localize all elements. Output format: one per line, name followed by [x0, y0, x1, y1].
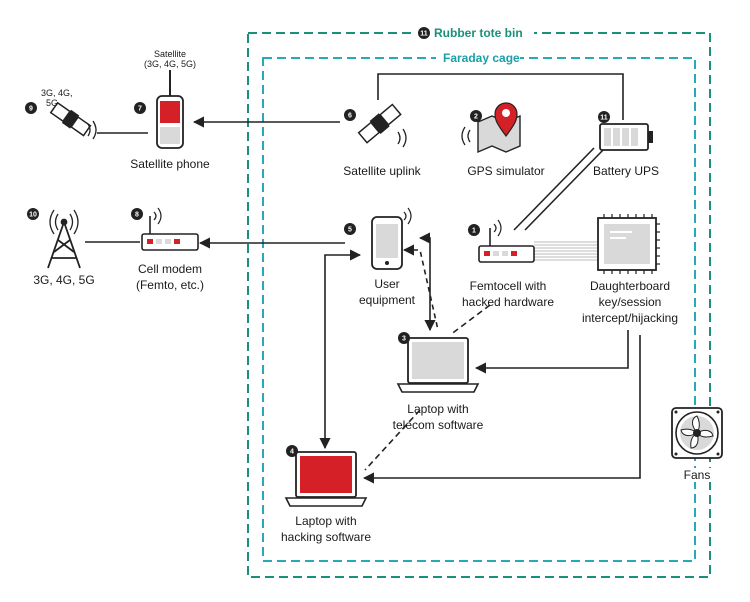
outer-container: 11 Rubber tote bin	[247, 25, 711, 578]
node-label: Battery UPS	[593, 164, 659, 178]
node-sat-uplink: 6 Satellite uplink	[343, 103, 422, 178]
badge-circle	[25, 102, 37, 114]
node-laptop3: 3 Laptop with telecom software	[393, 332, 484, 432]
satellite-icon	[49, 101, 92, 137]
link-battery-femto-2	[524, 147, 606, 231]
node-label: Satellite uplink	[343, 164, 421, 178]
node-label-line2: hacked hardware	[462, 295, 554, 309]
node-label-line2: hacking software	[281, 530, 371, 544]
badge-circle	[286, 445, 298, 457]
battery-icon	[599, 123, 653, 151]
node-badge: 7	[138, 106, 142, 113]
sat-phone-top-label-2: (3G, 4G, 5G)	[144, 59, 196, 69]
connections	[85, 73, 641, 484]
node-badge: 1	[472, 228, 476, 235]
link-battery-uplink	[377, 73, 624, 120]
node-gps: 2 GPS simulator	[461, 102, 545, 178]
node-label: GPS simulator	[467, 164, 544, 178]
link-ue-laptop4	[319, 249, 362, 450]
node-label-line2: 5G	[46, 98, 58, 108]
router-icon	[141, 207, 199, 251]
node-label: Fans	[684, 468, 711, 482]
node-badge: 2	[474, 114, 478, 121]
node-badge: 3	[402, 336, 406, 343]
inner-container: Faraday cage	[262, 50, 696, 562]
link-ue-laptop3-solid	[418, 232, 436, 332]
map-pin-icon	[477, 102, 521, 154]
badge-circle	[598, 111, 610, 123]
node-ue: 5 User equipment	[344, 207, 416, 307]
node-label-line1: Daughterboard	[590, 279, 670, 293]
node-daughter: Daughterboard key/session intercept/hija…	[582, 214, 678, 325]
node-label-line1: Laptop with	[407, 402, 468, 416]
laptop-icon	[284, 451, 368, 507]
node-badge: 8	[135, 212, 139, 219]
badge-circle	[131, 208, 143, 220]
fan-icon	[671, 407, 723, 459]
badge-circle	[344, 109, 356, 121]
badge-circle	[398, 332, 410, 344]
link-laptop3-laptop4	[364, 409, 421, 471]
badge-circle	[27, 208, 39, 220]
node-badge: 6	[348, 113, 352, 120]
signal-icon	[397, 128, 407, 148]
node-tower: 10 3G, 4G, 5G	[27, 208, 95, 287]
ribbon-cable	[534, 241, 597, 261]
node-sat-phone: Satellite (3G, 4G, 5G) 7 Satellite phone	[130, 49, 210, 171]
link-femto-laptop3	[449, 304, 491, 336]
node-label-line1: User	[374, 277, 399, 291]
node-label-line3: intercept/hijacking	[582, 311, 678, 325]
node-label: Satellite phone	[130, 157, 210, 171]
link-daughter-laptop4	[362, 335, 641, 484]
node-badge: 4	[290, 449, 294, 456]
node-battery: 11 Battery UPS	[593, 111, 659, 178]
badge-circle	[470, 110, 482, 122]
inner-title: Faraday cage	[443, 51, 520, 65]
node-label-line1: Cell modem	[138, 262, 202, 276]
outer-title: Rubber tote bin	[434, 26, 523, 40]
outer-badge: 11	[420, 31, 428, 38]
satellite-icon	[357, 103, 402, 144]
node-label-line1: Laptop with	[295, 514, 356, 528]
node-label-line1: Femtocell with	[470, 279, 547, 293]
node-label-line1: 3G, 4G,	[41, 88, 73, 98]
router-icon	[478, 219, 535, 263]
badge-circle	[468, 224, 480, 236]
node-laptop4: 4 Laptop with hacking software	[281, 445, 371, 544]
node-badge: 9	[29, 106, 33, 113]
link-ue-laptop3-dashed	[402, 244, 439, 331]
laptop-icon	[396, 337, 480, 393]
link-daughter-laptop3	[474, 330, 629, 374]
node-label-line2: (Femto, etc.)	[136, 278, 204, 292]
cell-tower-icon	[47, 209, 81, 269]
badge-circle	[134, 102, 146, 114]
sat-phone-top-label-1: Satellite	[154, 49, 186, 59]
node-label-line2: key/session	[599, 295, 662, 309]
chip-icon	[597, 214, 660, 274]
node-badge: 5	[348, 227, 352, 234]
node-label: 3G, 4G, 5G	[33, 273, 94, 287]
node-femto: 1 Femtocell with hacked hardware	[462, 219, 554, 309]
node-sat-left: 9 3G, 4G, 5G	[25, 88, 97, 140]
node-label-line2: telecom software	[393, 418, 484, 432]
node-fans: Fans	[671, 407, 723, 482]
smartphone-icon	[371, 207, 412, 270]
node-label-line2: equipment	[359, 293, 416, 307]
outer-badge-circle	[418, 27, 430, 39]
node-modem: 8 Cell modem (Femto, etc.)	[131, 207, 204, 292]
satellite-phone-icon	[156, 70, 184, 149]
badge-circle	[344, 223, 356, 235]
node-badge: 11	[600, 115, 608, 122]
node-badge: 10	[29, 212, 37, 219]
link-battery-femto-1	[513, 147, 595, 231]
signal-icon	[87, 120, 97, 140]
signal-icon	[461, 126, 471, 146]
